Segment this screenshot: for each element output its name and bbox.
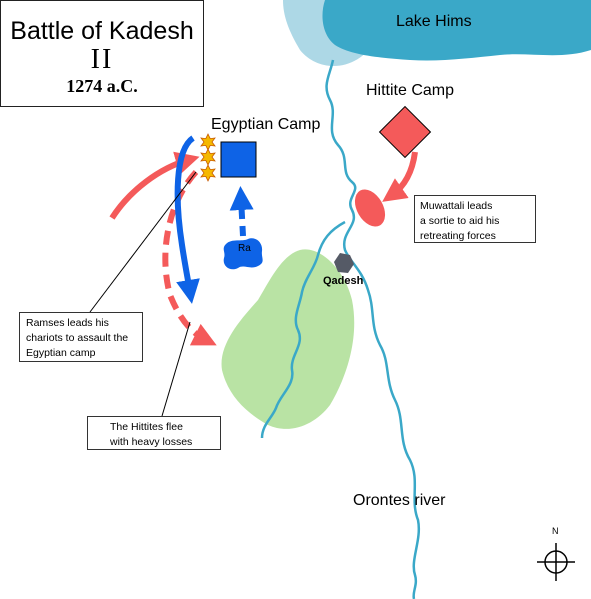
map-title: Battle of Kadesh [10,17,194,45]
ramses-note: Ramses leads his chariots to assault the… [19,312,143,362]
explosion-icon [200,148,216,166]
hittite-camp-label: Hittite Camp [366,82,455,99]
egyptian-pursuit-arrow [174,135,200,304]
muwattali-force [354,189,386,227]
lake-hims-label: Lake Hims [396,13,472,30]
compass-icon [537,543,575,581]
explosion-icon [200,164,216,182]
river-branch [260,220,346,439]
muwattali-note-line: Muwattali leads [420,200,493,212]
map-title-number: II [90,44,114,75]
ramses-note-line: Ramses leads his [26,317,109,329]
map-date: 1274 a.C. [66,76,138,96]
compass-north-label: N [552,526,559,536]
ramses-leader-line [89,171,197,313]
muwattali-note-line: a sortie to aid his [420,215,500,227]
hittite-camp-icon [378,105,432,159]
orontes-river [325,59,421,599]
ra-advance-arrow [229,186,254,237]
battle-explosion-icons [200,133,216,182]
egyptian-camp-label: Egyptian Camp [211,116,321,133]
hittites-note-line: with heavy losses [110,436,193,448]
title-box: Battle of Kadesh II 1274 a.C. [0,0,204,107]
hittites-leader-line [161,321,191,417]
ramses-note-line: chariots to assault the [26,332,129,344]
hittites-note: The Hittites flee with heavy losses [87,416,221,450]
lake-hims [322,0,591,61]
hittite-sortie-arrow [382,151,418,202]
ra-division [223,238,263,270]
qadesh-label: Qadesh [323,275,364,287]
muwattali-note: Muwattali leads a sortie to aid his retr… [414,195,536,243]
ramses-note-line: Egyptian camp [26,347,96,359]
hittites-note-line: The Hittites flee [110,421,183,433]
orontes-river-label: Orontes river [353,492,446,509]
forest-area [221,249,355,429]
qadesh-city-icon [334,253,354,273]
muwattali-note-line: retreating forces [420,230,496,242]
ra-label: Ra [238,243,251,254]
explosion-icon [200,133,216,151]
egyptian-camp-icon [220,141,257,178]
